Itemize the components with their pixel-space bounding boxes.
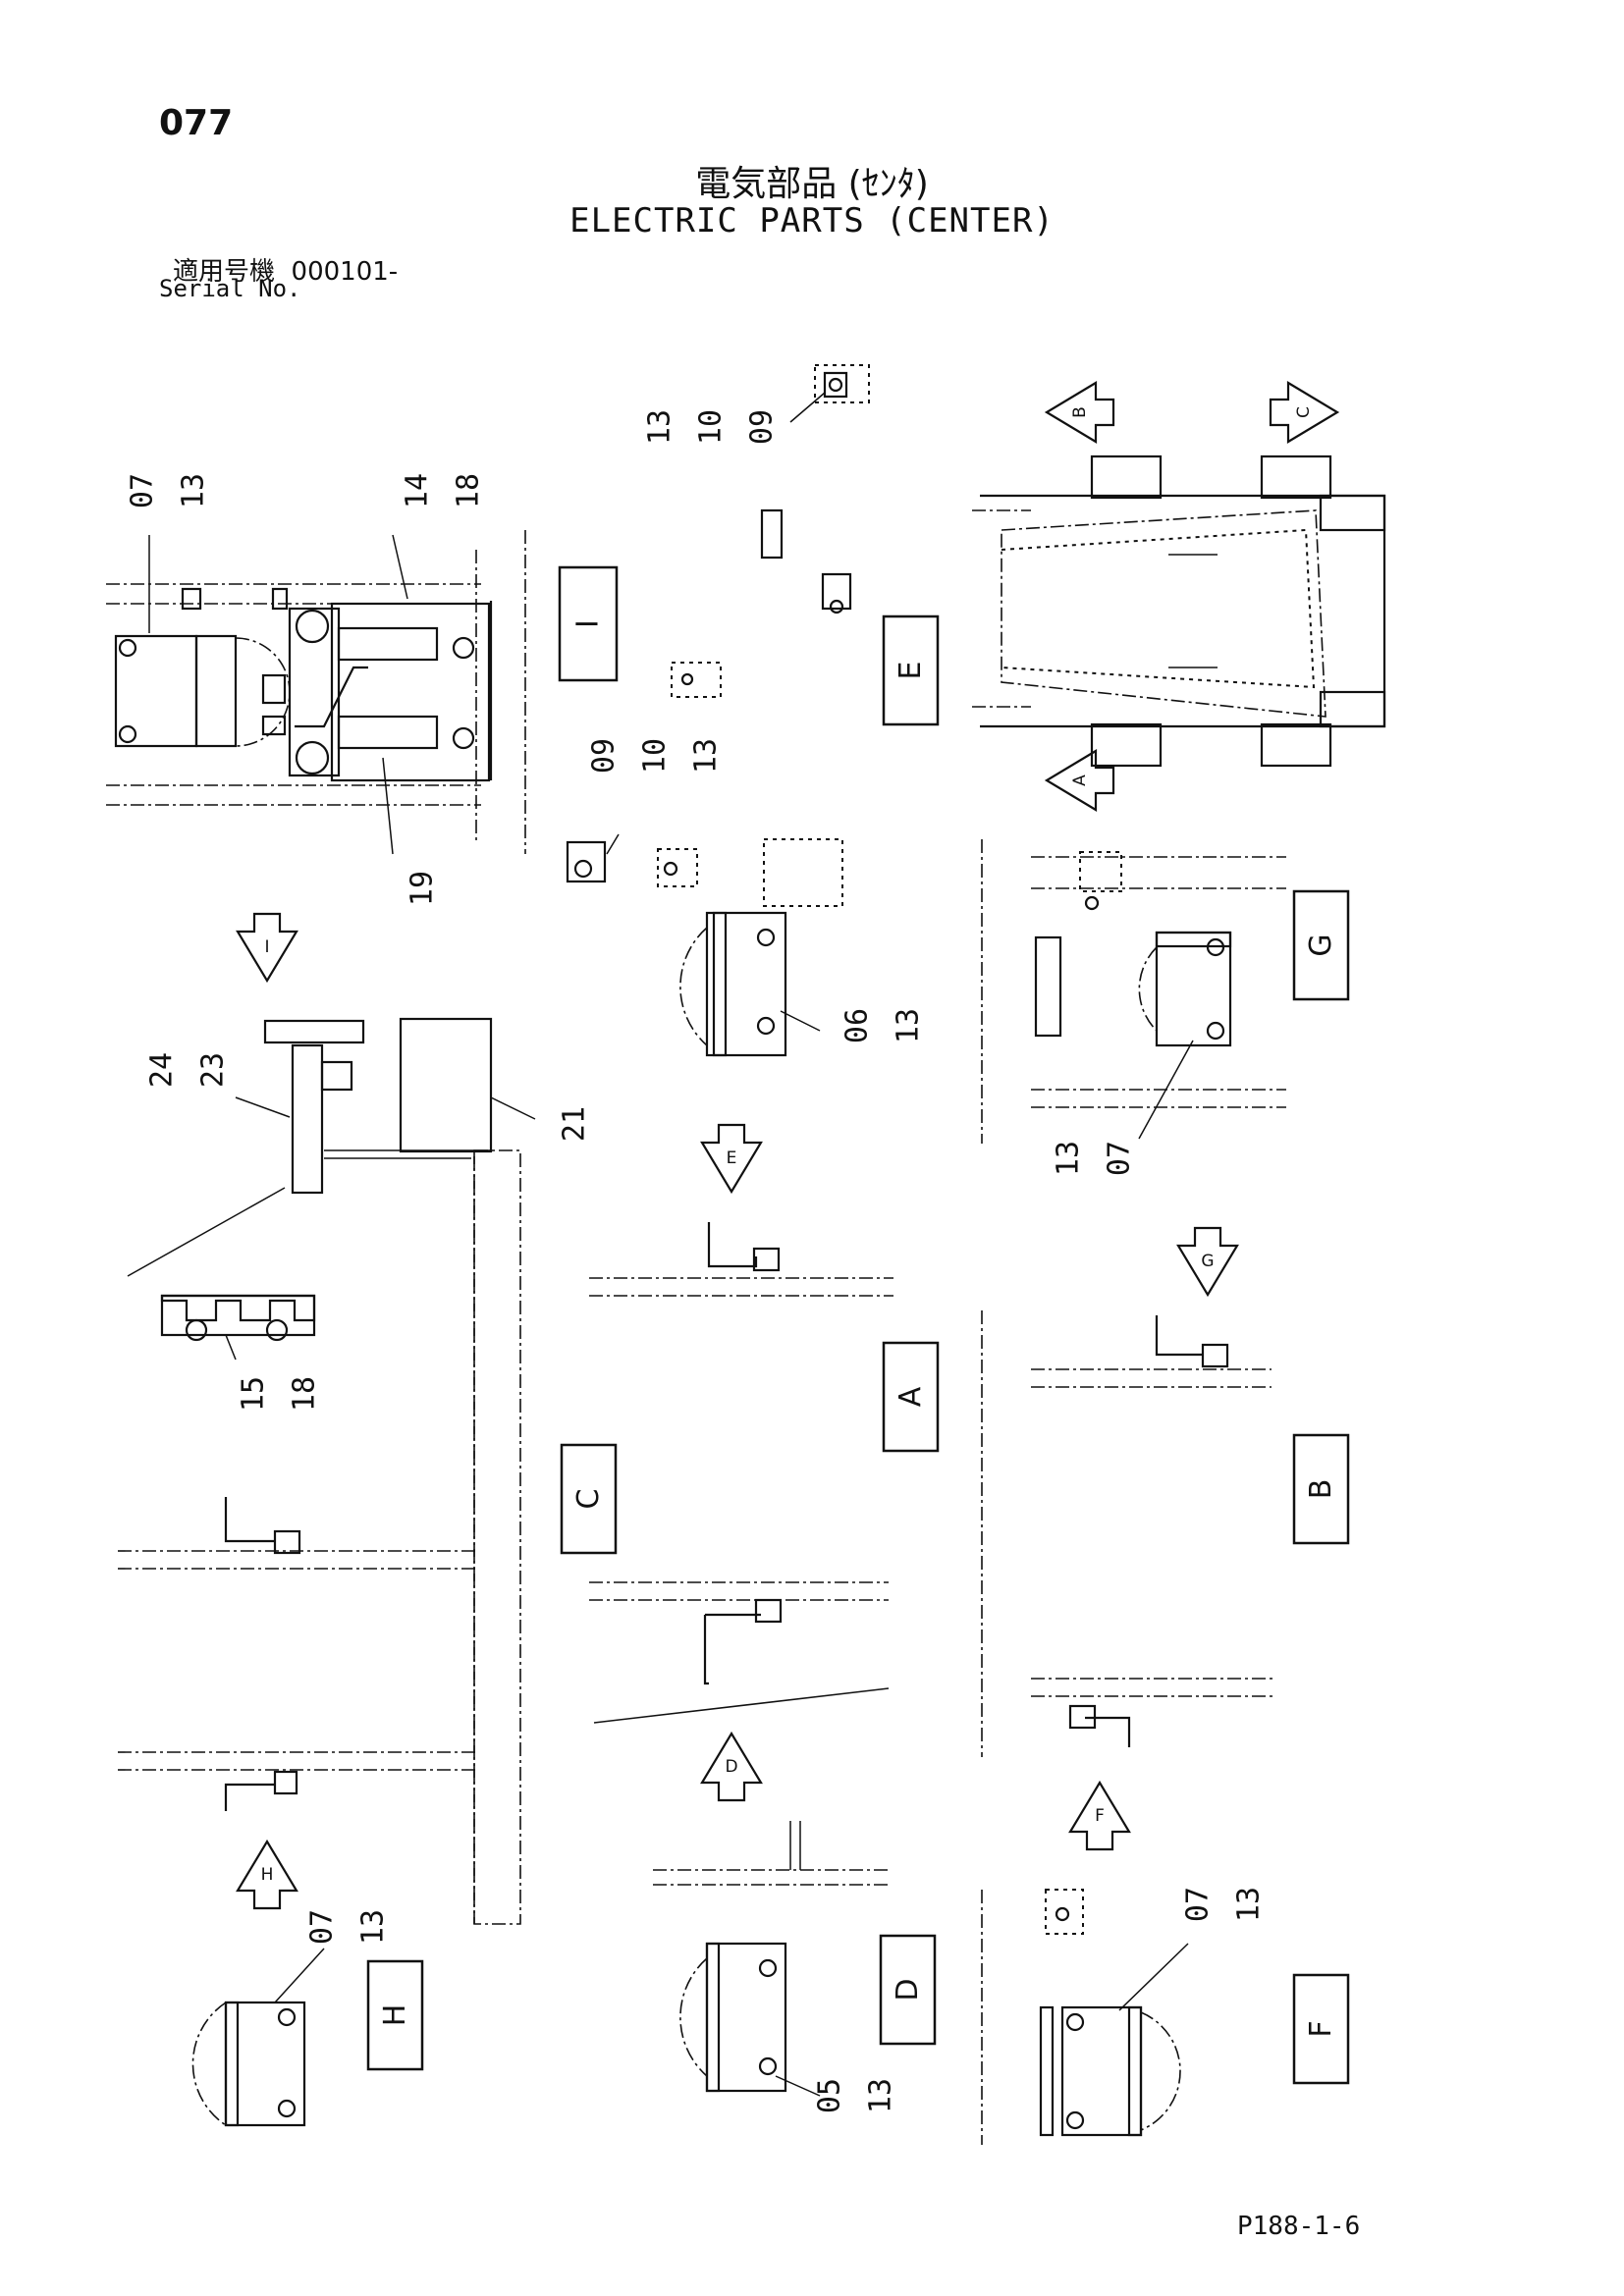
part-number: 18 (452, 473, 486, 508)
part-callout-g-13-10-09-top: 13 10 09 (643, 409, 780, 445)
page-number: 077 (159, 103, 234, 143)
part-number: 13 (643, 409, 677, 445)
view-labels: I E G A C B D H F (366, 565, 1350, 2085)
part-number: 13 (864, 2078, 898, 2113)
part-number: 13 (177, 473, 211, 508)
serial-value: 000101- (291, 257, 399, 287)
view-label-d: D (879, 1934, 937, 2046)
view-label-i: I (558, 565, 619, 682)
part-callout-g-19: 19 (406, 871, 440, 906)
view-label-text: H (378, 2004, 412, 2027)
footer-code: P188-1-6 (1237, 2212, 1361, 2241)
view-arrow-letter: B (1070, 406, 1090, 418)
battery-06 (679, 911, 821, 1057)
view-arrow-f: F (1068, 1780, 1131, 1851)
view-arrow-b: B (1044, 381, 1115, 444)
view-label-c: C (560, 1443, 618, 1555)
part-number: 07 (305, 1909, 340, 1945)
page-title-english: ELECTRIC PARTS (CENTER) (569, 201, 1055, 240)
part-number: 13 (1232, 1887, 1267, 1922)
part-number: 13 (356, 1909, 391, 1945)
view-arrow-letter: A (1070, 774, 1090, 786)
part-number: 07 (1181, 1887, 1216, 1922)
harness-channel (473, 1149, 521, 1925)
part-callout-g-13-07-right: 13 07 (1052, 1141, 1137, 1176)
part-number: 23 (196, 1052, 231, 1088)
part-number: 24 (145, 1052, 180, 1088)
part-number: 14 (401, 473, 435, 508)
serial-label-jp-text: 適用号機 (173, 257, 276, 287)
view-arrow-letter: I (264, 937, 269, 957)
part-number: 19 (406, 871, 440, 906)
brackets (118, 1222, 1276, 1886)
view-label-text: D (891, 1978, 925, 2001)
view-label-text: B (1304, 1479, 1338, 1500)
part-number: 09 (587, 738, 622, 774)
part-number: 15 (237, 1376, 271, 1412)
serial-label-english: Serial No. (159, 275, 301, 302)
part-callout-g-07-13-h: 07 13 (305, 1909, 391, 1945)
battery-07-view-f (1039, 1889, 1189, 2137)
view-arrow-letter: F (1095, 1806, 1105, 1826)
view-arrow-d: D (700, 1731, 763, 1802)
part-callout-g-05-13: 05 13 (813, 2078, 898, 2113)
part-callout-g-24-23: 24 23 (145, 1052, 231, 1088)
view-label-text: G (1304, 934, 1338, 956)
part-callout-g-09-10-13-mid: 09 10 13 (587, 738, 724, 774)
view-arrows: B C A I E G D F H (236, 381, 1340, 1910)
upper-frame-top-view (972, 454, 1386, 768)
view-arrow-c: C (1269, 381, 1340, 444)
part-callout-g-07-13-f: 07 13 (1181, 1887, 1267, 1922)
part-number: 13 (1052, 1141, 1086, 1176)
relay-bracket-21-23 (127, 1017, 536, 1277)
view-label-f: F (1292, 1973, 1350, 2085)
part-number: 05 (813, 2078, 847, 2113)
view-label-text: F (1304, 2020, 1338, 2037)
part-number: 21 (558, 1106, 592, 1142)
part-number: 09 (745, 409, 780, 445)
part-callout-g-21: 21 (558, 1106, 592, 1142)
view-label-text: A (893, 1386, 928, 1407)
view-arrow-letter: G (1201, 1252, 1214, 1271)
view-label-h: H (366, 1959, 424, 2071)
view-arrow-e: E (700, 1123, 763, 1195)
part-number: 18 (288, 1376, 322, 1412)
part-number: 07 (1103, 1141, 1137, 1176)
part-number: 10 (638, 738, 673, 774)
battery-07-view-h (191, 1948, 325, 2127)
part-number: 07 (126, 473, 160, 508)
view-arrow-letter: C (1294, 406, 1314, 418)
view-arrow-a: A (1044, 749, 1115, 812)
view-label-text: C (571, 1489, 606, 1510)
view-arrow-h: H (236, 1839, 298, 1910)
page-title-japanese: 電気部品 (ｾﾝﾀ) (695, 164, 929, 204)
part-callout-g-14-18: 14 18 (401, 473, 486, 508)
part-number: 10 (694, 409, 729, 445)
serial-label-japanese: 適用号機 000101- (173, 251, 398, 288)
view-label-b: B (1292, 1433, 1350, 1545)
view-arrow-g: G (1176, 1226, 1239, 1298)
view-i-assembly (106, 534, 493, 855)
battery-07-view-g (1031, 851, 1286, 1140)
part-callout-g-07-13-top: 07 13 (126, 473, 211, 508)
view-arrow-letter: E (727, 1148, 737, 1168)
view-label-text: E (893, 662, 928, 680)
part-callout-g-06-13: 06 13 (840, 1008, 926, 1043)
view-label-e: E (882, 614, 940, 726)
fuse-holder-15 (160, 1294, 316, 1361)
view-label-text: I (571, 619, 606, 628)
part-number: 13 (892, 1008, 926, 1043)
view-arrow-letter: D (725, 1757, 737, 1777)
view-label-a: A (882, 1341, 940, 1453)
view-label-g: G (1292, 889, 1350, 1001)
view-arrow-letter: H (261, 1865, 274, 1885)
battery-05-view-d (679, 1942, 821, 2097)
center-small-parts (566, 364, 870, 907)
view-arrow-i: I (236, 912, 298, 984)
part-number: 06 (840, 1008, 875, 1043)
part-number: 13 (689, 738, 724, 774)
